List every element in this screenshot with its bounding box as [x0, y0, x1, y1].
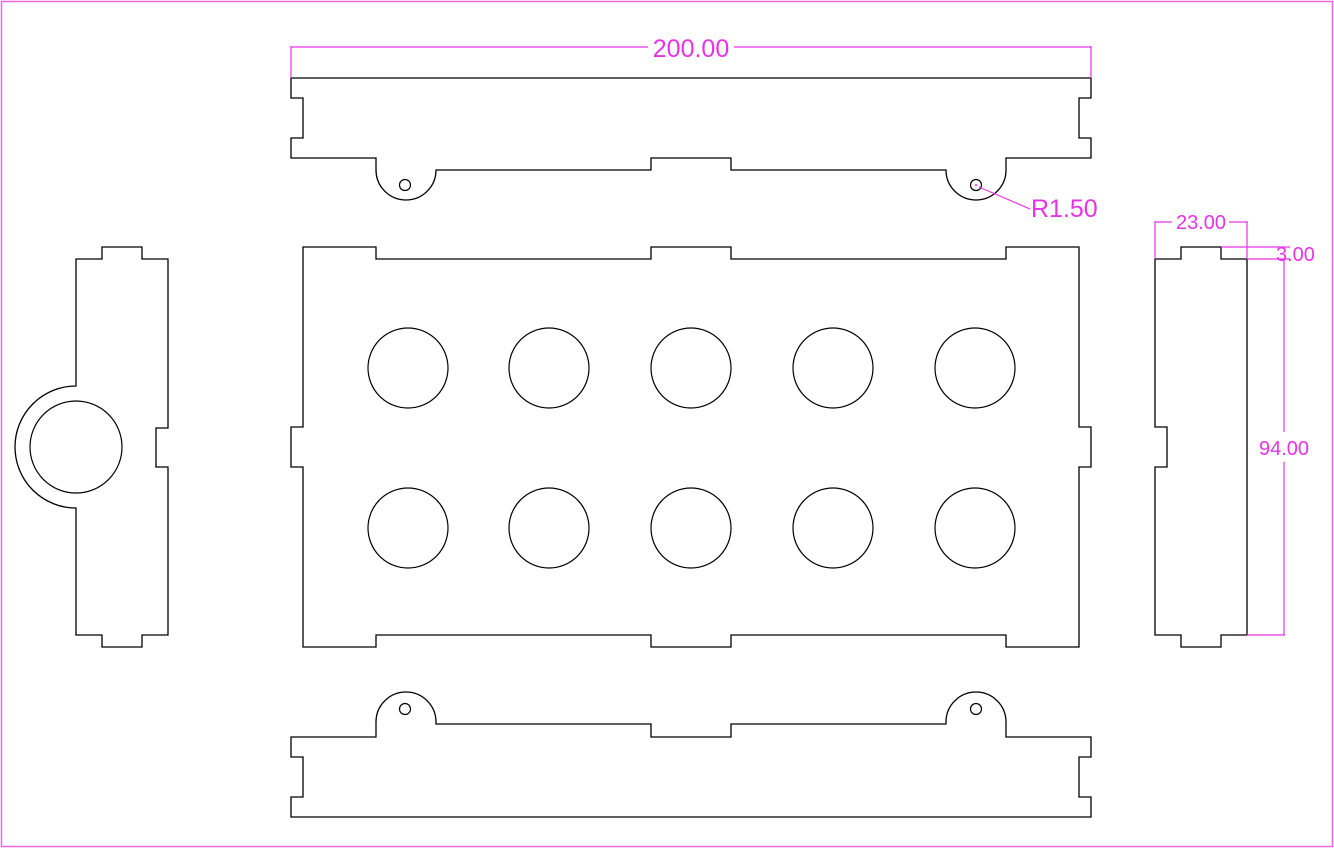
hanging-hole-right — [969, 178, 983, 192]
top-side-panel-outline — [290, 77, 1092, 201]
right-end-panel — [1154, 246, 1248, 648]
base-hole — [508, 327, 590, 409]
left-end-panel — [14, 246, 169, 648]
dimension-end-panel-height: 94.00 — [1247, 259, 1309, 636]
left-end-large-hole — [29, 400, 123, 494]
base-panel — [290, 246, 1092, 648]
base-hole — [508, 487, 590, 569]
base-panel-outline — [290, 246, 1092, 648]
bottom-side-panel-outline — [290, 691, 1092, 818]
base-hole — [650, 327, 732, 409]
base-hole — [792, 487, 874, 569]
base-hole — [934, 487, 1016, 569]
dimension-end-panel-width: 23.00 — [1154, 212, 1248, 259]
base-hole — [934, 327, 1016, 409]
dimension-overall-width: 200.00 — [290, 35, 1092, 78]
left-end-panel-outline — [14, 246, 169, 648]
dimension-label-94: 94.00 — [1259, 438, 1309, 460]
base-hole-row-top — [367, 327, 1016, 409]
base-hole-row-bottom — [367, 487, 1016, 569]
dimension-label-r150: R1.50 — [1031, 195, 1098, 223]
right-end-panel-outline — [1154, 246, 1248, 648]
dimension-label-23: 23.00 — [1176, 212, 1226, 234]
base-hole — [367, 327, 449, 409]
dimension-label-3: 3.00 — [1276, 244, 1315, 266]
dimension-material-thickness: 3.00 — [1221, 244, 1315, 266]
hanging-hole-left — [398, 702, 412, 716]
top-side-panel — [290, 77, 1092, 201]
base-hole — [367, 487, 449, 569]
base-hole — [792, 327, 874, 409]
base-hole — [650, 487, 732, 569]
bottom-side-panel — [290, 691, 1092, 818]
hanging-hole-left — [398, 178, 412, 192]
dimension-label-200: 200.00 — [653, 35, 729, 63]
hanging-hole-right — [969, 702, 983, 716]
dimension-hole-radius: R1.50 — [975, 184, 1098, 223]
